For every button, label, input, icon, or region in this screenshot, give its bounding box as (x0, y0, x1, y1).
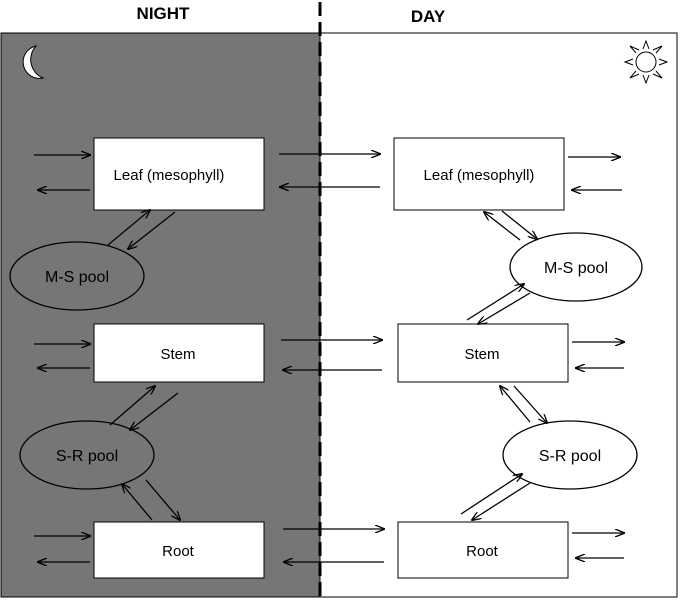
arrow-night-leaf-to-ms (128, 211, 176, 249)
arrow-day-root-to-sr (460, 474, 522, 515)
arrow-day-stem-to-sr (513, 385, 547, 423)
day-stem-box (397, 323, 569, 383)
day-sr-pool-label: S-R pool (539, 448, 601, 465)
arrow-night-sr-to-stem (109, 386, 155, 426)
night-sr-pool (19, 420, 155, 490)
day-header: DAY (411, 7, 446, 26)
arrow-day-sr-to-stem (500, 386, 531, 423)
day-leaf-label: Leaf (mesophyll) (424, 167, 535, 184)
day-stem-label: Stem (464, 346, 499, 363)
night-root-label: Root (162, 543, 195, 560)
crescent-moon-icon (22, 45, 45, 79)
night-leaf-label: Leaf (mesophyll) (114, 167, 225, 184)
arrow-night-root-to-sr (122, 484, 153, 521)
arrow-day-stem-to-ms (466, 284, 524, 321)
day-root-box (397, 521, 569, 579)
arrow-night-ms-to-leaf (107, 210, 150, 246)
day-root-label: Root (466, 543, 499, 560)
arrow-night-stem-to-sr (130, 392, 179, 430)
night-ms-pool-label: M-S pool (45, 269, 109, 286)
night-stem-label: Stem (160, 346, 195, 363)
night-header: NIGHT (137, 4, 191, 23)
arrow-day-leaf-to-ms (501, 210, 537, 239)
night-sr-pool-label: S-R pool (56, 448, 118, 465)
day-panel (319, 32, 678, 598)
night-panel (0, 32, 321, 598)
arrow-day-sr-to-root (472, 482, 531, 520)
arrow-day-ms-to-stem (478, 292, 531, 324)
night-leaf-box (93, 137, 265, 211)
sun-icon (623, 39, 669, 85)
day-sr-pool (502, 420, 638, 490)
night-ms-pool (9, 241, 145, 311)
arrow-day-ms-to-leaf (484, 212, 521, 241)
day-ms-pool-label: M-S pool (544, 260, 608, 277)
night-stem-box (93, 323, 265, 383)
day-leaf-box (393, 137, 565, 211)
day-ms-pool (509, 232, 643, 302)
arrow-night-sr-to-root (145, 479, 180, 520)
